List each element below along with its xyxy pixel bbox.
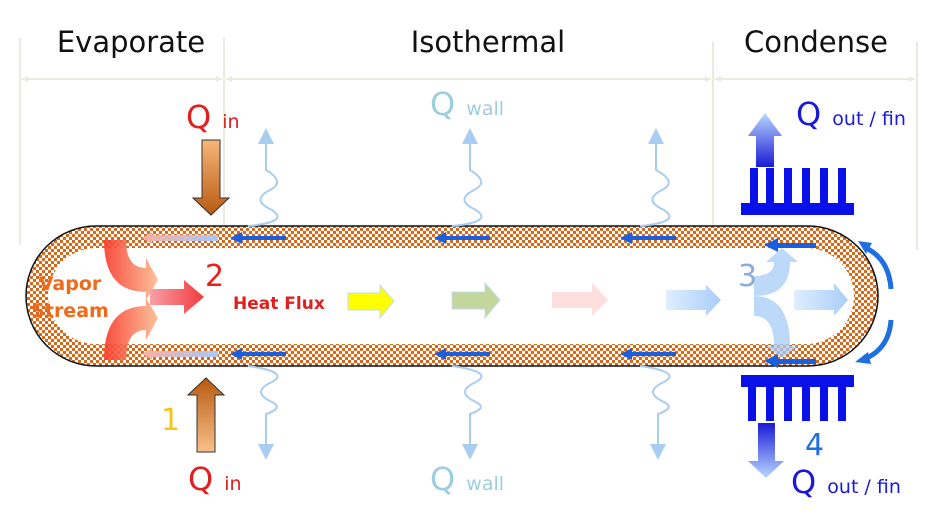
liquid-return-arrow: [620, 232, 676, 244]
pipe-vapor-core: [48, 248, 854, 344]
wall-heat-wave-down: [247, 365, 279, 460]
q-wall-top-symbol: Q: [430, 85, 455, 123]
vapor-flow-arrow-condense: [794, 283, 848, 316]
circulation-arrows: [855, 241, 894, 364]
vapor-generation-arrows: [104, 240, 204, 360]
q-wall-bottom-symbol: Q: [430, 460, 455, 498]
q-in-top-symbol: Q: [186, 98, 211, 136]
step-number-3: 3: [738, 259, 757, 294]
vapor-curve-arrow-top: [104, 240, 158, 300]
dimension-lines: [19, 38, 918, 250]
wall-heat-wave-down: [451, 365, 483, 460]
section-title-isothermal: Isothermal: [411, 25, 566, 59]
step-number-2: 2: [205, 259, 224, 294]
evaporating-liquid-arrows: [142, 232, 218, 360]
q-wall-top-label: Q wall: [430, 85, 504, 123]
vapor-flow-arrows: [347, 281, 848, 320]
q-out-bottom-arrow: [748, 423, 784, 478]
condensation-split-arrows: [754, 248, 798, 358]
q-in-bottom-symbol: Q: [188, 460, 213, 498]
q-wall-bottom-subscript: wall: [466, 473, 504, 495]
q-out-top-arrow: [748, 113, 782, 167]
liquid-return-arrow: [620, 348, 676, 360]
q-wall-bottom-label: Q wall: [430, 460, 504, 498]
condense-arrow-up: [754, 248, 798, 296]
vapor-stream-label-line2: Stream: [31, 300, 109, 322]
q-in-bottom-subscript: in: [224, 473, 241, 495]
faded-arrow-bottom: [142, 348, 218, 360]
wall-heat-arrows: [247, 128, 671, 460]
liquid-return-arrows: [230, 232, 816, 368]
vapor-main-arrow: [150, 280, 204, 314]
vapor-stream-label-line1: Vapor: [39, 273, 102, 295]
q-out-top-label: Q out / fin: [796, 95, 906, 133]
heat-sink-fin-bottom: [741, 375, 854, 421]
q-in-bottom-label: Q in: [188, 460, 242, 498]
q-out-bottom-symbol: Q: [791, 463, 816, 501]
vapor-curve-arrow-bottom: [104, 298, 158, 360]
vapor-flow-arrow-green: [451, 281, 501, 320]
wall-heat-wave-up: [639, 128, 671, 227]
vapor-flow-arrow-yellow: [347, 283, 395, 320]
liquid-return-arrow: [230, 232, 286, 244]
q-in-top-subscript: in: [222, 111, 239, 133]
q-out-top-symbol: Q: [796, 95, 821, 133]
heat-sink-fin-top: [741, 168, 854, 215]
liquid-return-arrow: [434, 348, 490, 360]
liquid-return-arrow: [434, 232, 490, 244]
q-out-bottom-label: Q out / fin: [791, 463, 901, 501]
heat-flux-label: Heat Flux: [233, 294, 325, 314]
faded-arrow-top: [142, 232, 218, 244]
liquid-return-arrow: [764, 354, 816, 368]
wall-heat-wave-up: [247, 128, 279, 227]
step-number-1: 1: [161, 403, 180, 438]
vapor-flow-arrow-pink: [552, 283, 608, 316]
section-title-evaporate: Evaporate: [57, 25, 205, 59]
step-number-4: 4: [805, 428, 824, 463]
q-in-bottom-arrow: [186, 377, 226, 453]
q-out-top-subscript: out / fin: [832, 108, 906, 130]
q-wall-top-subscript: wall: [466, 98, 504, 120]
liquid-return-arrow: [230, 348, 286, 360]
wall-heat-wave-down: [639, 365, 671, 460]
q-in-top-label: Q in: [186, 98, 240, 136]
condense-arrow-down: [754, 296, 798, 358]
section-title-condense: Condense: [744, 25, 888, 59]
vapor-flow-arrow-lightblue: [666, 285, 721, 316]
liquid-return-arrow: [764, 238, 816, 252]
q-out-bottom-subscript: out / fin: [827, 476, 901, 498]
wall-heat-wave-up: [451, 128, 483, 227]
q-in-top-arrow: [191, 139, 231, 216]
